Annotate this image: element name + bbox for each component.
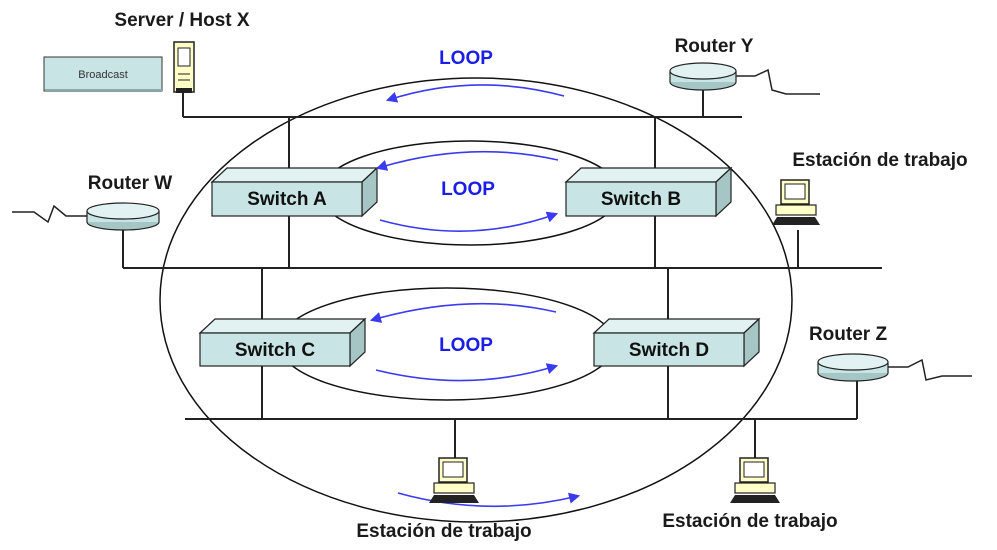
switch-d-label: Switch D [629, 340, 709, 361]
loop-outer-bottom-arrow-icon [397, 492, 581, 508]
loop-top-label: LOOP [439, 48, 493, 69]
loop-cd-label: LOOP [439, 335, 493, 356]
switch-b [564, 166, 733, 218]
router-z-label: Router Z [809, 324, 888, 345]
loop-cd-top-arrow-icon [369, 302, 557, 323]
workstation-bottom-right-icon [730, 457, 780, 503]
switch-c [198, 317, 367, 368]
server-label: Server / Host X [114, 10, 249, 31]
workstation-bottom-right-label: Estación de trabajo [662, 511, 837, 532]
router-w-serial-link [12, 204, 87, 224]
router-w-label: Router W [88, 173, 173, 194]
workstation-right-label: Estación de trabajo [792, 150, 967, 171]
loop-ab-label: LOOP [441, 179, 495, 200]
workstation-right-icon [772, 179, 820, 225]
router-z-icon [817, 353, 889, 382]
loop-ab-bottom-arrow-icon [379, 211, 559, 232]
switch-a-label: Switch A [247, 189, 327, 210]
switch-b-label: Switch B [601, 189, 681, 210]
switch-d [592, 317, 761, 368]
loop-cd-bottom-arrow-icon [375, 363, 559, 382]
broadcast-box [43, 56, 163, 92]
router-y-icon [669, 62, 737, 91]
server-icon [173, 41, 195, 93]
workstation-bottom-left-label: Estación de trabajo [356, 521, 531, 542]
router-z-serial-link [888, 358, 972, 381]
loop-ab-top-arrow-icon [375, 150, 559, 171]
workstation-bottom-left-icon [429, 457, 479, 503]
loop-top-arrow-icon [385, 84, 565, 103]
switch-c-label: Switch C [235, 340, 316, 361]
router-w-icon [86, 202, 160, 231]
broadcast-label: Broadcast [78, 69, 128, 81]
router-y-label: Router Y [675, 36, 754, 57]
router-y-serial-link [736, 68, 820, 95]
switch-a [210, 166, 379, 218]
outer-loop-ellipse [159, 77, 793, 523]
